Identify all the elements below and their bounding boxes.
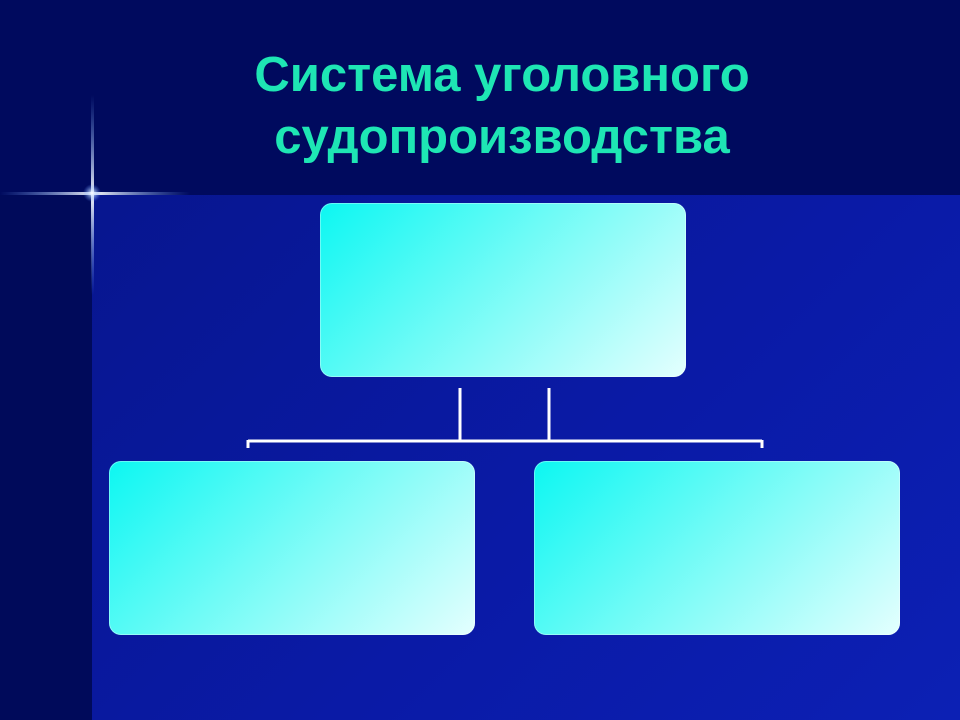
slide-title: Система уголовного судопроизводства [92,44,912,168]
diagram-node-right-child [534,461,900,635]
slide-title-line-1: Система уголовного [254,48,750,102]
background-top-band [0,0,960,195]
diagram-node-root [320,203,686,377]
slide-title-line-2: судопроизводства [274,110,730,164]
diagram-node-left-child [109,461,475,635]
